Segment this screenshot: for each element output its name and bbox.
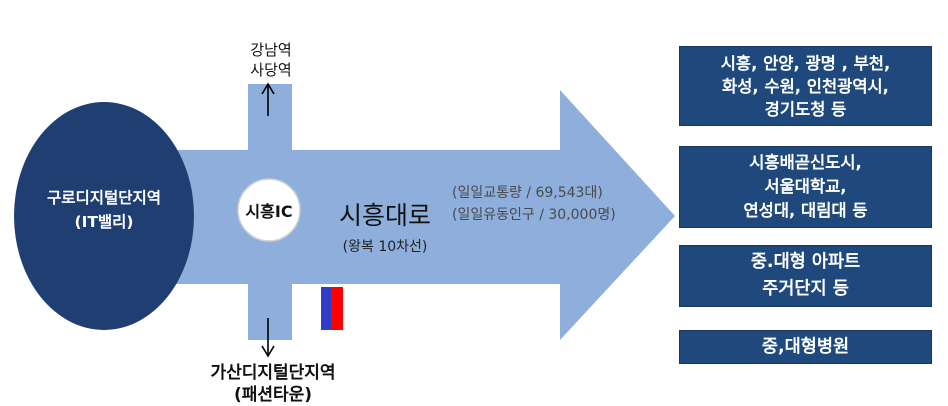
interchange-label: 시흥IC [245, 202, 293, 221]
dest-2-line-3: 연성대, 대림대 등 [743, 201, 868, 220]
south-branch-bar [248, 284, 292, 340]
traffic-stats: (일일교통량 / 69,543대) (일일유동인구 / 30,000명) [452, 182, 652, 226]
interchange-circle [237, 178, 301, 242]
north-destination-label: 강남역 사당역 [236, 40, 306, 80]
south-destination-label: 가산디지털단지역 (패션타운) [178, 362, 368, 406]
south-line-2: (패션타운) [233, 385, 313, 405]
north-line-1: 강남역 [250, 41, 292, 59]
origin-line-1: 구로디지털단지역 [46, 189, 162, 207]
arrow-down-head-icon [261, 345, 275, 358]
south-line-1: 가산디지털단지역 [210, 363, 336, 383]
arrow-up-head-icon [261, 82, 275, 95]
dest-3-line-1: 중.대형 아파트 [750, 252, 861, 272]
dest-2-line-2: 서울대학교, [764, 177, 847, 196]
origin-label: 구로디지털단지역 (IT밸리) [22, 186, 186, 234]
north-branch-bar [248, 84, 292, 150]
destination-box-cities: 시흥, 안양, 광명 , 부천, 화성, 수원, 인천광역시, 경기도청 등 [679, 46, 932, 126]
destination-box-universities: 시흥배곧신도시, 서울대학교, 연성대, 대림대 등 [679, 146, 932, 228]
dest-1-line-3: 경기도청 등 [764, 99, 847, 119]
destination-box-hospitals: 중,대형병원 [679, 330, 932, 364]
dest-1-line-2: 화성, 수원, 인천광역시, [722, 76, 889, 96]
flag-blue-stripe [321, 287, 331, 330]
traffic-line-2: (일일유동인구 / 30,000명) [452, 207, 616, 223]
main-flow-arrow [150, 90, 675, 340]
road-name: 시흥대로 [338, 201, 431, 230]
destination-box-apartments: 중.대형 아파트 주거단지 등 [679, 245, 932, 307]
origin-ellipse [14, 102, 194, 330]
origin-line-2: (IT밸리) [74, 213, 134, 231]
road-subtitle: (왕복 10차선) [342, 239, 428, 255]
dest-2-line-1: 시흥배곧신도시, [749, 153, 862, 172]
north-line-2: 사당역 [250, 61, 292, 79]
dest-1-line-1: 시흥, 안양, 광명 , 부천, [720, 53, 891, 73]
flag-red-stripe [331, 287, 343, 330]
dest-3-line-2: 주거단지 등 [762, 279, 849, 299]
traffic-line-1: (일일교통량 / 69,543대) [452, 185, 603, 201]
dest-4-line-1: 중,대형병원 [761, 337, 850, 357]
